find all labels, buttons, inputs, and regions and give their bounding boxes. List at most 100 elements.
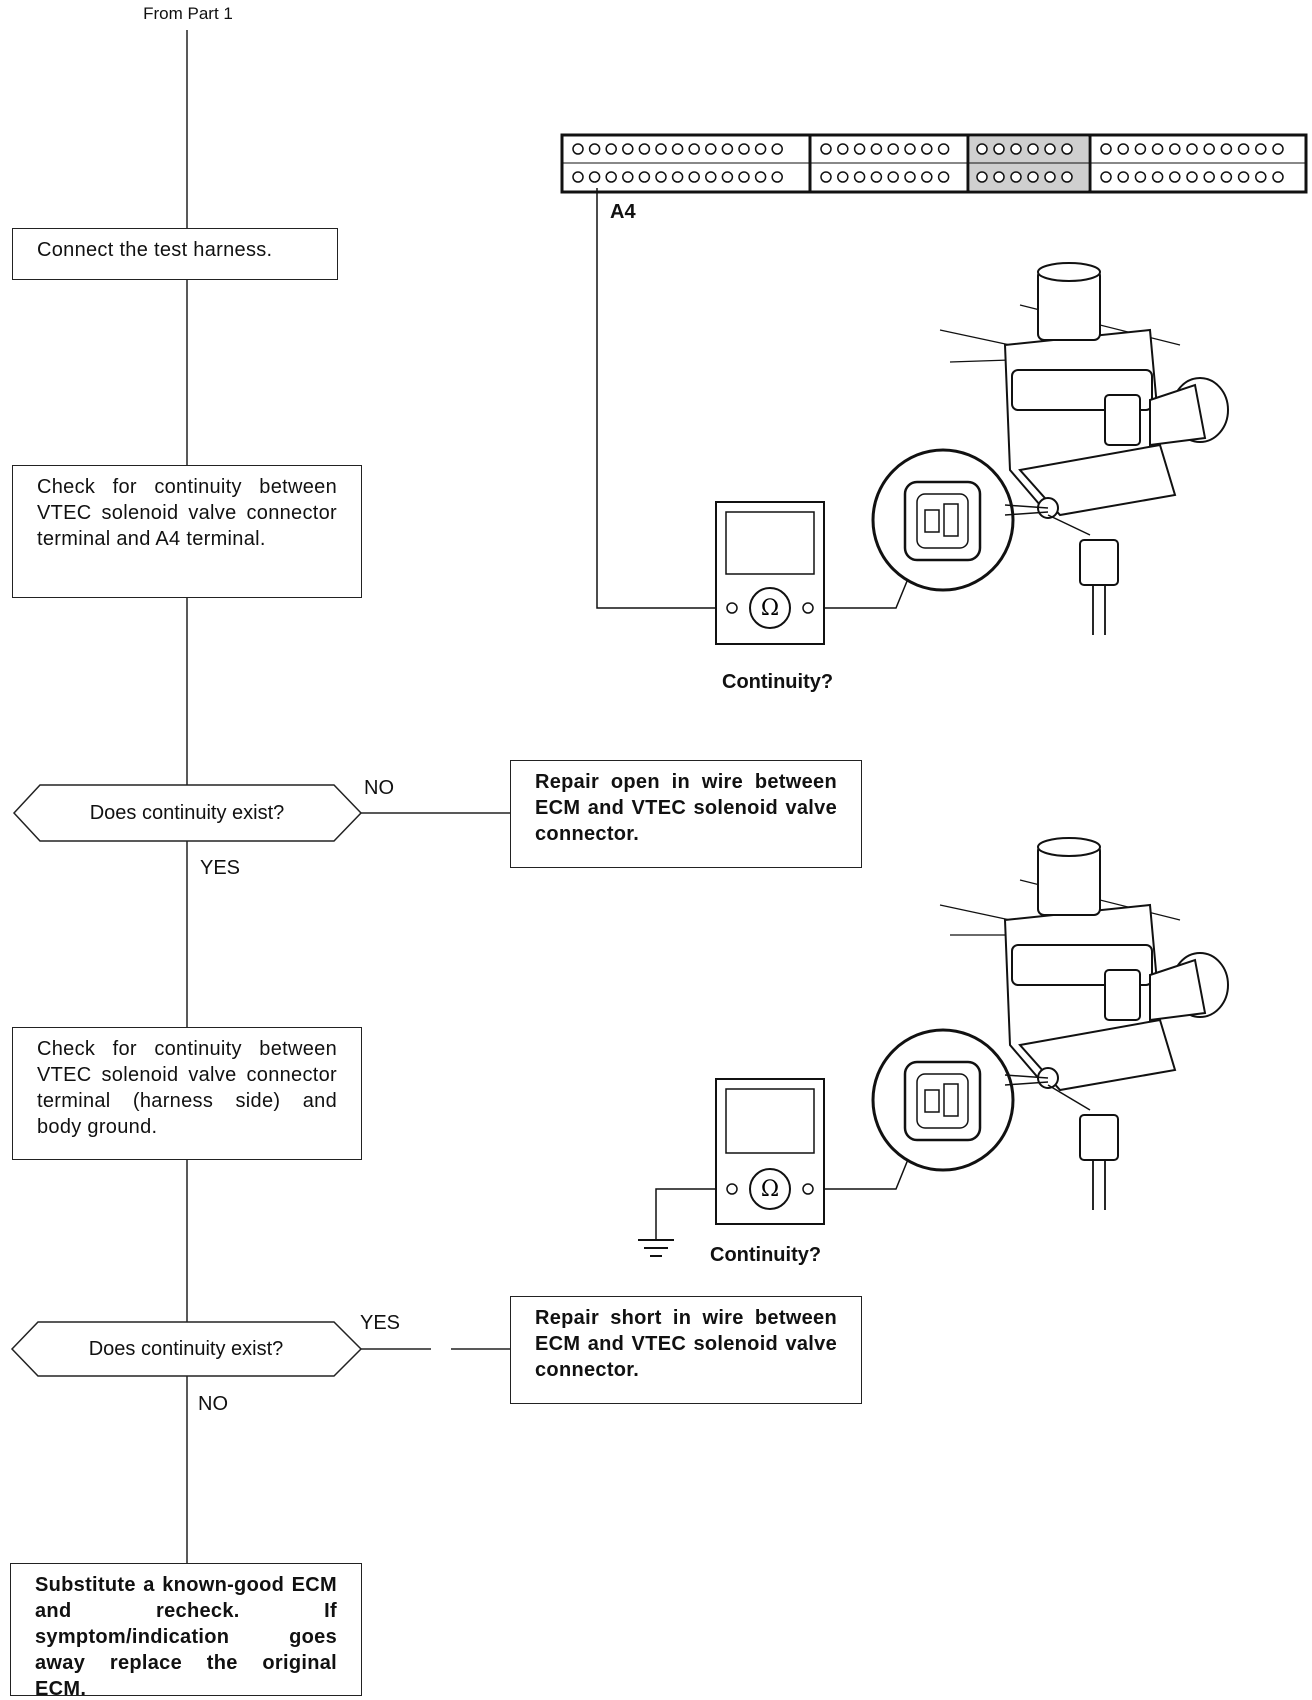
connector-pin bbox=[1100, 143, 1112, 155]
connector-pin bbox=[754, 143, 767, 155]
decision-shape-2 bbox=[10, 1321, 363, 1377]
connector-pin bbox=[1169, 143, 1181, 155]
connector-pin bbox=[1151, 171, 1164, 183]
connector-pin bbox=[605, 171, 617, 183]
connector-pin bbox=[771, 143, 783, 155]
connector-pin bbox=[921, 171, 933, 183]
connector-pin bbox=[904, 171, 916, 183]
connector-pin bbox=[887, 171, 899, 183]
result-repair-short: Repair short in wire between ECM and VTE… bbox=[510, 1296, 862, 1404]
connector-pin bbox=[1117, 171, 1129, 183]
from-part-label: From Part 1 bbox=[143, 4, 233, 23]
connector-pin bbox=[771, 171, 783, 183]
connector-pin bbox=[705, 171, 717, 183]
connector-pin bbox=[1151, 143, 1164, 155]
connector-pin bbox=[622, 171, 634, 183]
connector-pin bbox=[671, 143, 684, 155]
connector-pin bbox=[688, 171, 700, 183]
continuity-caption-2: Continuity? bbox=[710, 1244, 822, 1266]
connector-pin bbox=[1237, 171, 1250, 183]
ecm-connector-illustration bbox=[560, 133, 1308, 194]
connector-pin bbox=[1134, 143, 1147, 155]
connector-pin bbox=[588, 171, 601, 183]
connector-pin bbox=[738, 143, 750, 155]
connector-pin bbox=[1061, 171, 1073, 183]
step-substitute-ecm: Substitute a known-good ECM and recheck.… bbox=[10, 1563, 362, 1700]
connector-pin bbox=[738, 171, 750, 183]
connector-magnifier-1-illustration bbox=[871, 448, 1015, 592]
connector-pin bbox=[572, 143, 584, 155]
connector-pin bbox=[1203, 143, 1215, 155]
connector-pin bbox=[588, 143, 601, 155]
step-check-continuity-a4: Check for continuity between VTEC soleno… bbox=[12, 465, 362, 598]
ohm-symbol-1: Ω bbox=[761, 596, 779, 621]
connector-pin bbox=[1010, 171, 1022, 183]
step-connect-harness: Connect the test harness. bbox=[12, 228, 338, 280]
connector-pin bbox=[1134, 171, 1147, 183]
connector-pin bbox=[820, 143, 832, 155]
connector-pin bbox=[1272, 171, 1284, 183]
connector-pin bbox=[904, 143, 916, 155]
connector-pin bbox=[671, 171, 684, 183]
connector-pin bbox=[820, 171, 832, 183]
decision-continuity-2: Does continuity exist? bbox=[88, 1338, 284, 1360]
connector-pin bbox=[1010, 143, 1022, 155]
connector-pin bbox=[1255, 143, 1267, 155]
connector-pin bbox=[1044, 143, 1056, 155]
connector-pin bbox=[937, 171, 950, 183]
ohm-symbol-2: Ω bbox=[761, 1177, 779, 1202]
decision2-no-label: NO bbox=[198, 1393, 228, 1415]
connector-pin bbox=[870, 143, 883, 155]
vtec-solenoid-valve-1-illustration bbox=[939, 262, 1229, 635]
decision1-yes-label: YES bbox=[200, 857, 241, 879]
ohmmeter-1-illustration bbox=[715, 501, 825, 645]
connector-pin bbox=[976, 171, 988, 183]
connector-pin bbox=[870, 171, 883, 183]
connector-pin bbox=[1027, 143, 1039, 155]
connector-magnifier-2-illustration bbox=[871, 1028, 1015, 1172]
connector-pin bbox=[1255, 171, 1267, 183]
connector-pin bbox=[1044, 171, 1056, 183]
connector-pin bbox=[721, 171, 734, 183]
connector-pin bbox=[638, 171, 651, 183]
connector-pin bbox=[993, 171, 1005, 183]
connector-pin bbox=[921, 143, 933, 155]
connector-pin bbox=[937, 143, 950, 155]
ground-symbol bbox=[638, 1239, 674, 1257]
connector-pin bbox=[605, 143, 617, 155]
connector-pin bbox=[655, 171, 667, 183]
decision1-no-label: NO bbox=[364, 777, 394, 799]
terminal-a4-label: A4 bbox=[610, 201, 636, 223]
connector-pin bbox=[688, 143, 700, 155]
connector-pin bbox=[1186, 143, 1198, 155]
connector-pin bbox=[1027, 171, 1039, 183]
connector-pin bbox=[993, 143, 1005, 155]
connector-pin bbox=[1220, 143, 1233, 155]
connector-pin bbox=[655, 143, 667, 155]
decision-continuity-1: Does continuity exist? bbox=[89, 802, 285, 824]
connector-pin bbox=[1117, 143, 1129, 155]
continuity-caption-1: Continuity? bbox=[722, 671, 834, 693]
connector-pin bbox=[1272, 143, 1284, 155]
connector-pin bbox=[837, 171, 849, 183]
result-repair-open: Repair open in wire between ECM and VTEC… bbox=[510, 760, 862, 868]
decision-shape-1 bbox=[12, 784, 363, 842]
connector-pin bbox=[837, 143, 849, 155]
connector-pin bbox=[1100, 171, 1112, 183]
connector-pin bbox=[976, 143, 988, 155]
connector-pin bbox=[1220, 171, 1233, 183]
connector-pin bbox=[1186, 171, 1198, 183]
connector-pin bbox=[572, 171, 584, 183]
connector-pin bbox=[887, 143, 899, 155]
connector-pin bbox=[1169, 171, 1181, 183]
vtec-solenoid-valve-2-illustration bbox=[939, 837, 1229, 1210]
connector-pin bbox=[622, 143, 634, 155]
connector-pin bbox=[1061, 143, 1073, 155]
connector-pin bbox=[1203, 171, 1215, 183]
connector-pin bbox=[721, 143, 734, 155]
connector-pin bbox=[754, 171, 767, 183]
connector-pin bbox=[638, 143, 651, 155]
step-check-continuity-ground: Check for continuity between VTEC soleno… bbox=[12, 1027, 362, 1160]
